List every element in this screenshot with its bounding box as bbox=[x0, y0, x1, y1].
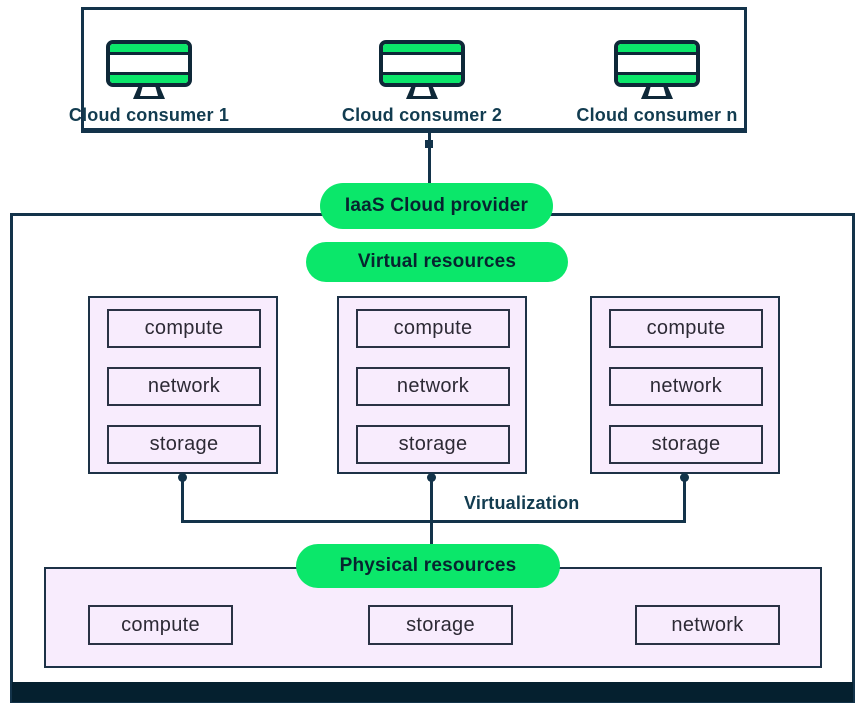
resource-label: storage bbox=[651, 433, 721, 455]
iaas-provider-pill: IaaS Cloud provider bbox=[320, 183, 553, 229]
iaas-provider-pill-label: IaaS Cloud provider bbox=[344, 195, 529, 216]
cloud-consumer-1: Cloud consumer 1 bbox=[69, 40, 229, 126]
consumer-label: Cloud consumer 2 bbox=[341, 105, 503, 125]
virtual-group-3: compute network storage bbox=[590, 296, 780, 474]
monitor-top-strip bbox=[618, 44, 696, 52]
consumer-label: Cloud consumer n bbox=[576, 105, 738, 125]
virtual-storage-box: storage bbox=[356, 425, 510, 464]
monitor-bottom-strip bbox=[618, 75, 696, 83]
resource-label: network bbox=[396, 375, 470, 397]
monitor-screen bbox=[614, 40, 700, 87]
virtual-group-1: compute network storage bbox=[88, 296, 278, 474]
monitor-top-strip bbox=[110, 44, 188, 52]
physical-network-box: network bbox=[635, 605, 780, 645]
resource-label: storage bbox=[149, 433, 219, 455]
connector-horizontal bbox=[181, 520, 686, 523]
resource-label: storage bbox=[398, 433, 468, 455]
virtual-compute-box: compute bbox=[356, 309, 510, 348]
monitor-stand bbox=[133, 87, 165, 99]
connector-left-vertical bbox=[181, 474, 184, 523]
connector-right-vertical bbox=[683, 474, 686, 523]
resource-label: compute bbox=[646, 317, 726, 339]
physical-storage-box: storage bbox=[368, 605, 513, 645]
consumer-label: Cloud consumer 1 bbox=[68, 105, 230, 125]
cloud-consumers-box: Cloud consumer 1 Cloud consumer 2 bbox=[69, 7, 747, 133]
virtualization-label: Virtualization bbox=[464, 493, 580, 513]
resource-label: network bbox=[649, 375, 723, 397]
resource-label: compute bbox=[144, 317, 224, 339]
physical-resources-pill-label: Physical resources bbox=[339, 555, 517, 576]
virtual-resources-pill-label: Virtual resources bbox=[357, 251, 517, 272]
provider-box-base-bar bbox=[12, 682, 853, 702]
virtual-network-box: network bbox=[609, 367, 763, 406]
monitor-screen bbox=[106, 40, 192, 87]
resource-label: network bbox=[147, 375, 221, 397]
physical-resources-pill: Physical resources bbox=[296, 544, 560, 588]
virtual-network-box: network bbox=[107, 367, 261, 406]
resource-label: storage bbox=[406, 613, 475, 636]
monitor-bottom-strip bbox=[383, 75, 461, 83]
cloud-consumer-2: Cloud consumer 2 bbox=[342, 40, 502, 126]
cloud-consumer-n: Cloud consumer n bbox=[576, 40, 737, 126]
monitor-top-strip bbox=[383, 44, 461, 52]
desktop-monitor-icon bbox=[614, 40, 700, 99]
resource-label: compute bbox=[121, 613, 200, 636]
physical-compute-box: compute bbox=[88, 605, 233, 645]
virtual-compute-box: compute bbox=[609, 309, 763, 348]
monitor-screen bbox=[379, 40, 465, 87]
desktop-monitor-icon bbox=[379, 40, 465, 99]
resource-label: compute bbox=[393, 317, 473, 339]
virtual-resources-pill: Virtual resources bbox=[306, 242, 568, 282]
monitor-stand bbox=[406, 87, 438, 99]
connector-consumers-provider bbox=[428, 133, 431, 188]
monitor-bottom-strip bbox=[110, 75, 188, 83]
connector-center-vertical bbox=[430, 474, 433, 546]
resource-label: network bbox=[671, 613, 744, 636]
virtual-compute-box: compute bbox=[107, 309, 261, 348]
virtual-network-box: network bbox=[356, 367, 510, 406]
desktop-monitor-icon bbox=[106, 40, 192, 99]
virtual-storage-box: storage bbox=[609, 425, 763, 464]
virtual-group-2: compute network storage bbox=[337, 296, 527, 474]
virtual-storage-box: storage bbox=[107, 425, 261, 464]
connector-arrow-up bbox=[425, 140, 433, 148]
monitor-stand bbox=[641, 87, 673, 99]
